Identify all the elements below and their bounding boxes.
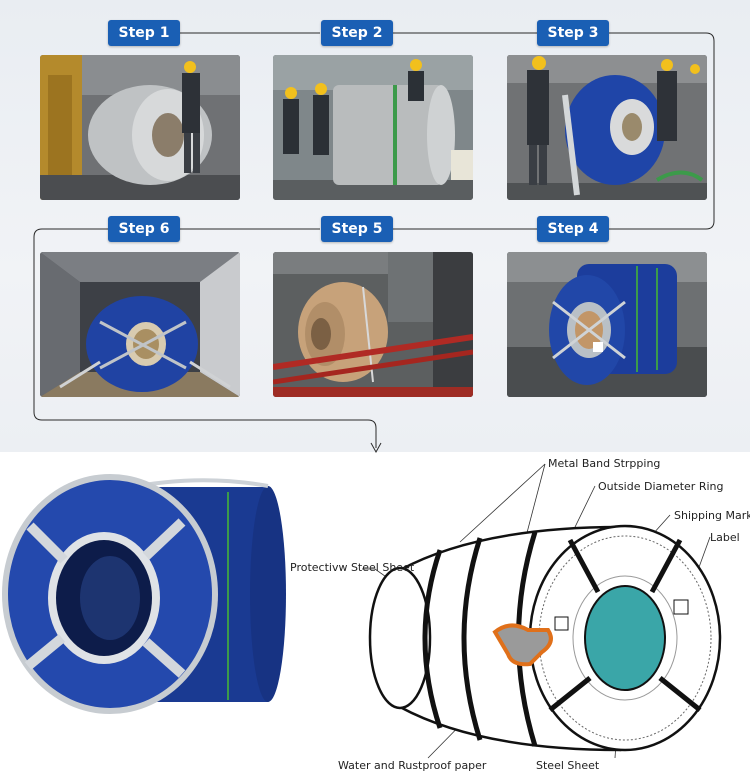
step-6-photo [40, 252, 240, 397]
process-flow-lines [33, 32, 715, 454]
callout-shipping-mark: Shipping Mark [674, 509, 750, 522]
step-5-badge: Step 5 [321, 216, 393, 242]
step-4-photo [507, 252, 707, 397]
step-6-badge: Step 6 [108, 216, 180, 242]
callout-outside-ring: Outside Diameter Ring [598, 480, 724, 493]
step-1-badge: Step 1 [108, 20, 180, 46]
step-2-badge: Step 2 [321, 20, 393, 46]
coil-package-diagram [362, 463, 722, 759]
callout-metal-band: Metal Band Strpping [548, 457, 661, 470]
callout-protective-sheet: Protectivw Steel Sheet [290, 561, 415, 574]
step-3-badge: Step 3 [537, 20, 609, 46]
step-4-badge: Step 4 [537, 216, 609, 242]
step-3-photo [507, 55, 707, 200]
step-5-photo [273, 252, 473, 397]
packaged-coil-illustration [2, 474, 286, 714]
callout-steel-sheet: Steel Sheet [536, 759, 600, 772]
callout-label: Label [710, 531, 740, 544]
step-2-photo [273, 55, 473, 200]
step-1-photo [40, 55, 240, 200]
callout-paper: Water and Rustproof paper [338, 759, 487, 772]
